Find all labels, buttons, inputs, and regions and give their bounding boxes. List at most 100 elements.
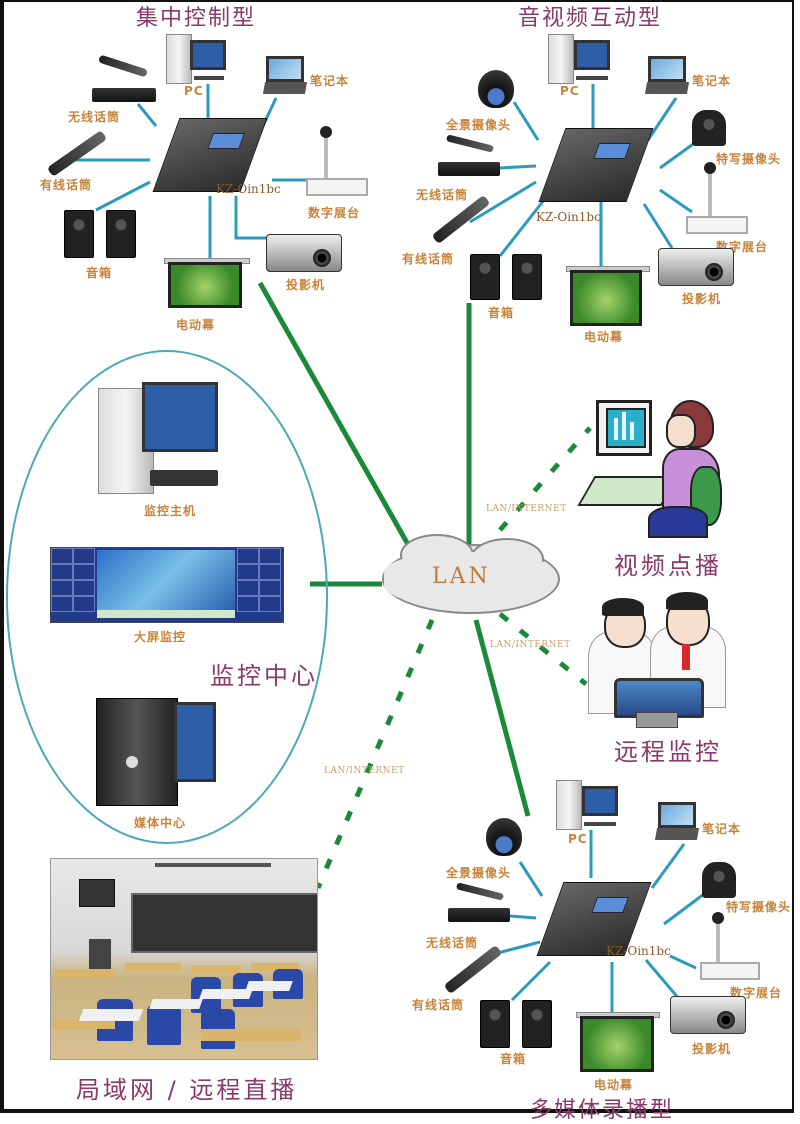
visualizer-icon[interactable] xyxy=(682,162,748,234)
laptop-icon[interactable] xyxy=(262,56,308,98)
remote-monitoring-title: 远程监控 xyxy=(614,738,722,766)
device-label: 有线话筒 xyxy=(402,252,455,266)
closeup-camera-icon[interactable] xyxy=(702,862,736,898)
projector-icon[interactable] xyxy=(658,248,734,286)
device-label: 投影机 xyxy=(692,1042,732,1056)
monitoring-host-icon[interactable] xyxy=(98,382,222,494)
device-label: 无线话筒 xyxy=(426,936,479,950)
wireless-receiver-icon[interactable] xyxy=(92,88,156,102)
connection-label: LAN/INTERNET xyxy=(486,504,567,514)
link-laptop-2 xyxy=(646,97,678,141)
speaker-icon[interactable] xyxy=(522,1000,552,1048)
visualizer-icon[interactable] xyxy=(696,912,762,982)
link-closeup-cam xyxy=(659,140,697,170)
device-label: PC xyxy=(560,84,580,98)
device-label: 有线话筒 xyxy=(40,178,93,192)
speaker-icon[interactable] xyxy=(470,254,500,300)
laptop-icon[interactable] xyxy=(644,56,690,98)
blackboard xyxy=(131,893,317,953)
link-visualizer-3 xyxy=(669,954,697,970)
controller-model: KZ-Oin1bc xyxy=(216,182,281,196)
device-label: 特写摄像头 xyxy=(726,900,792,914)
closeup-camera-icon[interactable] xyxy=(692,110,726,146)
connection-label: LAN/INTERNET xyxy=(324,766,405,776)
live-broadcast-title: 局域网 / 远程直播 xyxy=(76,1076,298,1104)
link-visualizer-2 xyxy=(659,188,693,214)
link-panoramic-cam xyxy=(512,101,540,141)
cluster-title: 集中控制型 xyxy=(136,6,257,31)
device-label: 数字展台 xyxy=(308,206,361,220)
panoramic-camera-icon[interactable] xyxy=(478,70,514,108)
item-label: 大屏监控 xyxy=(134,630,187,644)
pc-icon[interactable] xyxy=(166,34,230,84)
device-label: 音箱 xyxy=(500,1052,527,1066)
monitoring-center-title: 监控中心 xyxy=(210,662,318,690)
link-wireless-mic xyxy=(136,103,158,127)
controller-model: KZ-Oin1bc xyxy=(606,944,671,958)
device-label: 有线话筒 xyxy=(412,998,465,1012)
device-label: 电动幕 xyxy=(176,318,216,332)
link-speakers xyxy=(95,180,151,212)
pc-icon[interactable] xyxy=(548,34,612,84)
link-laptop-3 xyxy=(650,843,686,889)
link-wireless-mic-3 xyxy=(509,914,537,920)
video-wall-icon[interactable] xyxy=(50,547,284,623)
device-label: 全景摄像头 xyxy=(446,118,512,132)
item-label: 媒体中心 xyxy=(134,816,187,830)
cloud-fill xyxy=(384,552,554,606)
link-projector-3 xyxy=(644,959,682,1001)
device-label: 笔记本 xyxy=(692,74,732,88)
visualizer-icon[interactable] xyxy=(300,126,368,196)
link-wireless-mic-2 xyxy=(499,164,537,170)
speaker-icon[interactable] xyxy=(512,254,542,300)
link-speakers-2 xyxy=(498,199,546,257)
device-label: PC xyxy=(568,832,588,846)
link-panoramic-cam-3 xyxy=(518,861,544,897)
lan-label: LAN xyxy=(432,564,491,589)
internet-link-broadcast xyxy=(315,619,435,889)
lan-link-centralized xyxy=(257,281,413,550)
panoramic-camera-icon[interactable] xyxy=(486,818,522,856)
speaker-icon[interactable] xyxy=(64,210,94,258)
device-label: 音箱 xyxy=(86,266,113,280)
cluster-title: 音视频互动型 xyxy=(518,6,663,31)
device-label: 音箱 xyxy=(488,306,515,320)
speaker-icon[interactable] xyxy=(480,1000,510,1048)
internet-link-vod xyxy=(498,426,592,532)
wireless-receiver-icon[interactable] xyxy=(438,162,500,176)
device-label: 无线话筒 xyxy=(416,188,469,202)
device-label: PC xyxy=(184,84,204,98)
link-closeup-cam-3 xyxy=(663,892,705,926)
link-wired-mic-2 xyxy=(469,180,537,224)
vod-user-icon[interactable] xyxy=(577,396,722,540)
device-label: 电动幕 xyxy=(584,330,624,344)
internet-link-remote-monitor xyxy=(498,612,588,686)
classroom-photo[interactable] xyxy=(50,858,318,1060)
link-wired-mic-3 xyxy=(493,940,541,956)
wireless-receiver-icon[interactable] xyxy=(448,908,510,922)
connection-label: LAN/INTERNET xyxy=(490,640,571,650)
pc-icon[interactable] xyxy=(556,780,620,830)
projector-icon[interactable] xyxy=(266,234,342,272)
device-label: 全景摄像头 xyxy=(446,866,512,880)
item-label: 监控主机 xyxy=(144,504,197,518)
electric-screen-icon[interactable] xyxy=(168,262,242,308)
monitoring-ellipse xyxy=(6,350,328,844)
device-label: 特写摄像头 xyxy=(716,152,782,166)
device-label: 电动幕 xyxy=(594,1078,634,1092)
vod-title: 视频点播 xyxy=(614,552,722,580)
speaker-icon[interactable] xyxy=(106,210,136,258)
link-speakers-3 xyxy=(510,960,552,1002)
projector-icon[interactable] xyxy=(670,996,746,1034)
electric-screen-icon[interactable] xyxy=(570,270,642,326)
lan-link-recording xyxy=(473,619,531,817)
controller-model: KZ-Oin1bc xyxy=(536,210,601,224)
device-label: 笔记本 xyxy=(310,74,350,88)
laptop-icon[interactable] xyxy=(654,802,700,844)
electric-screen-icon[interactable] xyxy=(580,1016,654,1072)
media-center-icon[interactable] xyxy=(96,694,220,806)
device-label: 投影机 xyxy=(682,292,722,306)
remote-monitoring-icon[interactable] xyxy=(584,592,730,732)
